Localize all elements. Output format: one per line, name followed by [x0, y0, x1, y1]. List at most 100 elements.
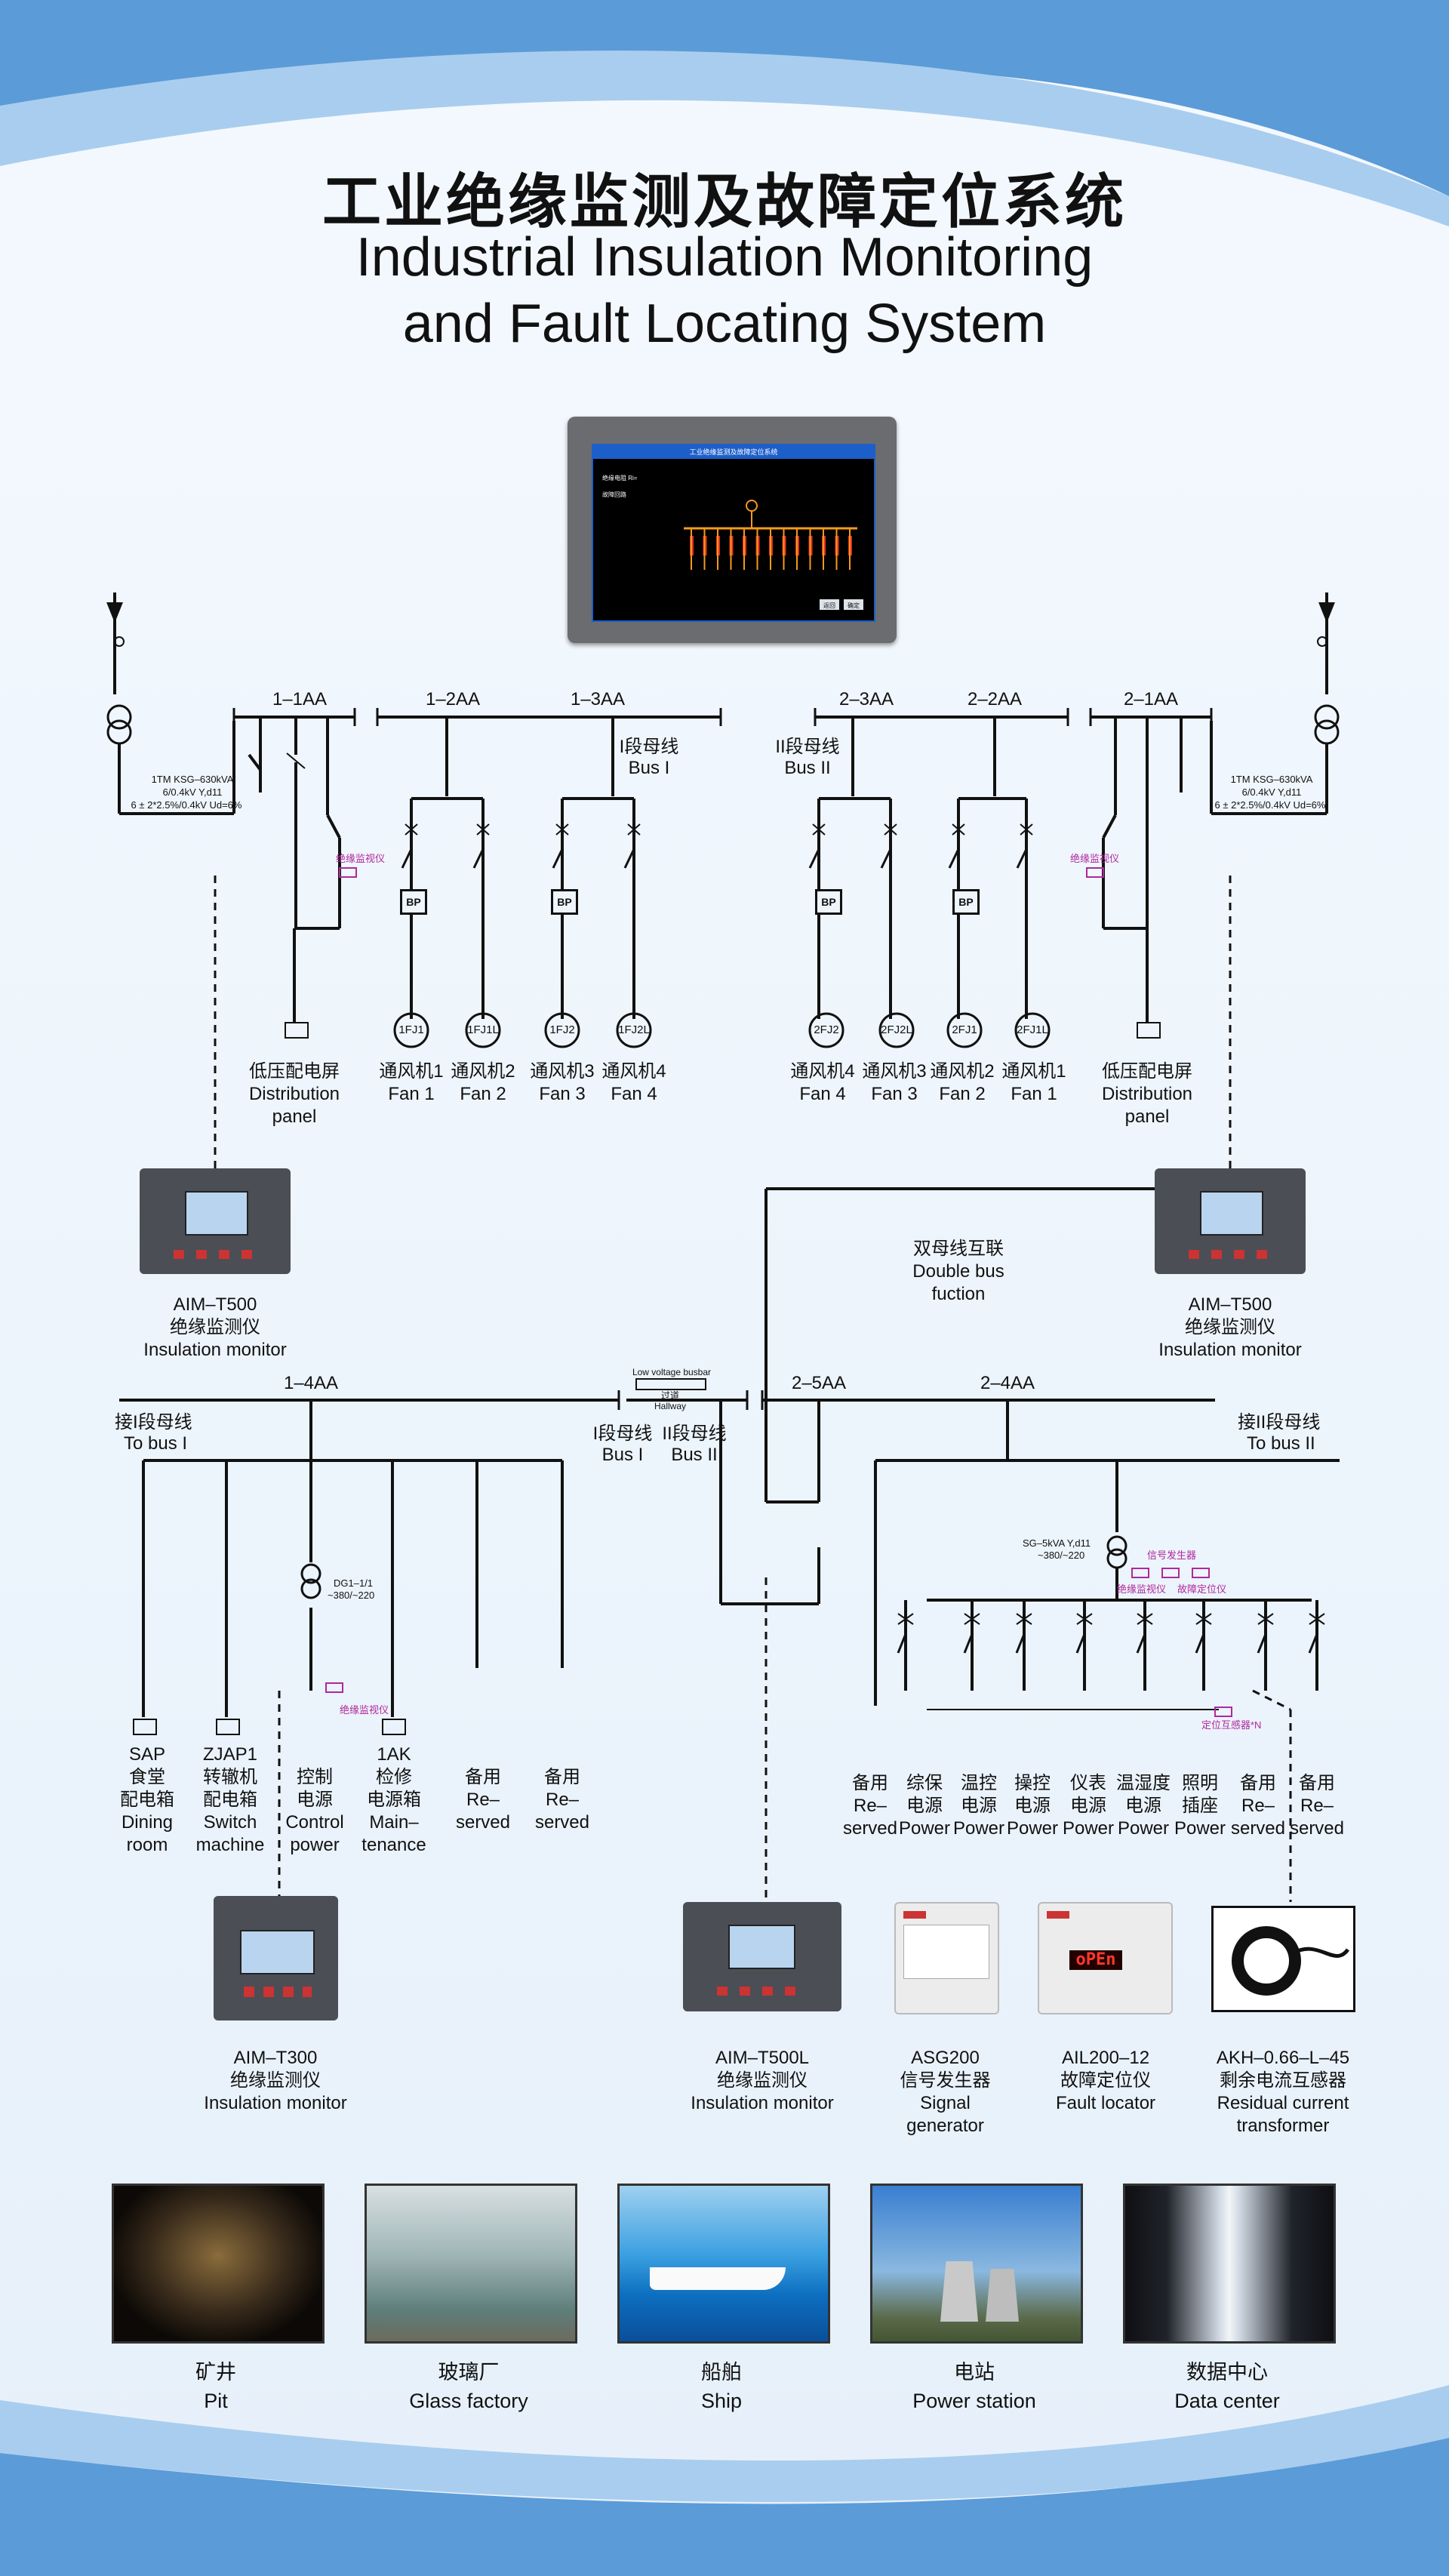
load-bottom-right-line: 仪表: [1070, 1773, 1106, 1793]
aim-t300-cn: 绝缘监测仪: [230, 2070, 321, 2091]
load-bottom-right-line: 备用: [1299, 1773, 1335, 1793]
ail200-device: oPEn: [1038, 1902, 1173, 2014]
load-bottom-left-line: 1AK: [377, 1744, 411, 1765]
bus-label-2-2aa: 2–2AA: [967, 689, 1023, 709]
aim-t500l-cn: 绝缘监测仪: [717, 2070, 808, 2091]
akh-en1: Residual current: [1217, 2093, 1349, 2113]
load-top-left-cn: 通风机2: [451, 1061, 515, 1082]
bus-label-2-1aa: 2–1AA: [1123, 689, 1179, 709]
bus-label-1-3aa: 1–3AA: [570, 689, 626, 709]
photo-glass-factory: [365, 2184, 577, 2344]
bp-box-3: BP: [815, 889, 842, 915]
title-chinese: 工业绝缘监测及故障定位系统: [321, 168, 1127, 236]
ail200-cn: 故障定位仪: [1060, 2070, 1151, 2091]
load-bottom-left-line: 控制: [297, 1767, 333, 1787]
load-bottom-left-line: Switch: [203, 1812, 257, 1833]
load-top-left-cn: 低压配电屏: [249, 1061, 340, 1082]
motor-2fj1l: 2FJ1L: [1017, 1023, 1048, 1036]
load-bottom-right-line: 备用: [1240, 1773, 1276, 1793]
to-bus2-en: To bus II: [1247, 1433, 1315, 1454]
motor-1fj1l: 1FJ1L: [467, 1023, 499, 1036]
aim-t500-left-en: Insulation monitor: [143, 1340, 287, 1360]
aim-t500l-en: Insulation monitor: [691, 2093, 834, 2113]
sg-spec-1: SG–5kVA Y,d11: [1023, 1537, 1091, 1549]
bus2-label-en: Bus II: [784, 758, 831, 778]
load-top-right-en1: Fan 2: [939, 1084, 986, 1104]
dg-spec-2: ~380/~220: [328, 1590, 375, 1601]
photo-power-station: [870, 2184, 1083, 2344]
bus-label-1-4aa: 1–4AA: [283, 1373, 339, 1393]
transformer-right-spec-1: 1TM KSG–630kVA: [1230, 774, 1313, 785]
load-bottom-left-line: machine: [195, 1835, 265, 1855]
load-bottom-right-line: Re–: [1300, 1796, 1334, 1816]
load-bottom-left-line: 电源箱: [367, 1790, 421, 1810]
load-bottom-left-line: 食堂: [129, 1767, 165, 1787]
double-bus-cn: 双母线互联: [913, 1239, 1004, 1259]
load-bottom-right-line: 电源: [906, 1796, 943, 1816]
hallway-bus1-cn: I段母线: [592, 1423, 653, 1444]
load-bottom-left-line: 检修: [376, 1767, 412, 1787]
to-bus1-cn: 接I段母线: [115, 1412, 192, 1433]
load-top-right-en1: Fan 3: [871, 1084, 918, 1104]
tag-ct-n: 定位互感器*N: [1201, 1719, 1262, 1731]
photo-pit: [112, 2184, 325, 2344]
lv-busbar-box: [635, 1378, 706, 1390]
motor-1fj1: 1FJ1: [398, 1023, 424, 1036]
load-bottom-left-line: ZJAP1: [202, 1744, 258, 1765]
bus-label-1-1aa: 1–1AA: [272, 689, 328, 709]
load-bottom-left-line: Dining: [121, 1812, 174, 1833]
akh-cn: 剩余电流互感器: [1220, 2070, 1346, 2091]
screen-back-button[interactable]: 返回: [823, 602, 835, 609]
motor-1fj2l: 1FJ2L: [618, 1023, 650, 1036]
load-bottom-right-line: 备用: [852, 1773, 888, 1793]
load-bottom-left-line: 备用: [544, 1767, 580, 1787]
load-top-right-en1: Distribution: [1101, 1084, 1193, 1104]
transformer-left-spec-1: 1TM KSG–630kVA: [151, 774, 234, 785]
screen-ok-button[interactable]: 确定: [848, 602, 860, 609]
screen-feeder-graphic: [684, 500, 863, 610]
touch-screen-monitor: 工业绝缘监测及故障定位系统 绝缘电阻 Ri= 故障回路 返回 确定: [568, 417, 897, 643]
tag-fault-locator: 故障定位仪: [1177, 1583, 1227, 1595]
sg-spec-2: ~380/~220: [1038, 1550, 1085, 1561]
load-bottom-left-line: 转辙机: [203, 1767, 257, 1787]
aim-t500-right-en: Insulation monitor: [1158, 1340, 1302, 1360]
load-bottom-right-line: 插座: [1182, 1796, 1218, 1816]
tag-monitor-left: 绝缘监视仪: [336, 853, 386, 864]
dg-spec-1: DG1–1/1: [334, 1577, 374, 1589]
asg200-cn: 信号发生器: [900, 2070, 991, 2091]
load-top-right-en1: Fan 4: [799, 1084, 846, 1104]
load-top-left-cn: 通风机4: [601, 1061, 666, 1082]
title-english-line1: Industrial Insulation Monitoring: [355, 227, 1094, 288]
aim-t500-right-device: [1155, 1168, 1306, 1274]
bp-box-4: BP: [952, 889, 980, 915]
load-bottom-left-line: 配电箱: [203, 1790, 257, 1810]
load-bottom-right-line: 操控: [1014, 1773, 1051, 1793]
load-bottom-left-line: power: [290, 1835, 340, 1855]
bus-label-2-4aa: 2–4AA: [980, 1373, 1035, 1393]
load-bottom-left-line: served: [455, 1812, 511, 1833]
load-bottom-right-line: 电源: [1014, 1796, 1051, 1816]
aim-t300-model: AIM–T300: [233, 2048, 318, 2068]
hallway-en: Hallway: [654, 1401, 686, 1411]
load-bottom-left-line: 备用: [465, 1767, 501, 1787]
load-top-right-en2: panel: [1124, 1106, 1170, 1127]
title-english-line2: and Fault Locating System: [402, 294, 1047, 354]
aim-t500-left-device: [140, 1168, 291, 1274]
ail200-display: oPEn: [1069, 1950, 1122, 1970]
load-bottom-right-line: 电源: [1070, 1796, 1106, 1816]
motor-1fj2: 1FJ2: [549, 1023, 575, 1036]
load-top-left-en1: Fan 3: [539, 1084, 586, 1104]
application-label-cn: 数据中心: [1186, 2361, 1268, 2384]
aim-t300-en: Insulation monitor: [204, 2093, 347, 2113]
load-bottom-right-line: Re–: [1241, 1796, 1275, 1816]
load-bottom-left-line: tenance: [361, 1835, 426, 1855]
load-bottom-left-line: Control: [285, 1812, 344, 1833]
to-bus2-cn: 接II段母线: [1238, 1412, 1321, 1433]
lv-busbar-label: Low voltage busbar: [632, 1367, 712, 1377]
bus-label-1-2aa: 1–2AA: [425, 689, 481, 709]
asg200-device: [894, 1902, 999, 2014]
load-bottom-right-line: served: [1289, 1818, 1345, 1839]
tag-monitor-bottom: 绝缘监视仪: [340, 1704, 389, 1716]
touch-screen-display: 工业绝缘监测及故障定位系统 绝缘电阻 Ri= 故障回路 返回 确定: [592, 444, 875, 622]
load-top-right-cn: 通风机3: [862, 1061, 927, 1082]
